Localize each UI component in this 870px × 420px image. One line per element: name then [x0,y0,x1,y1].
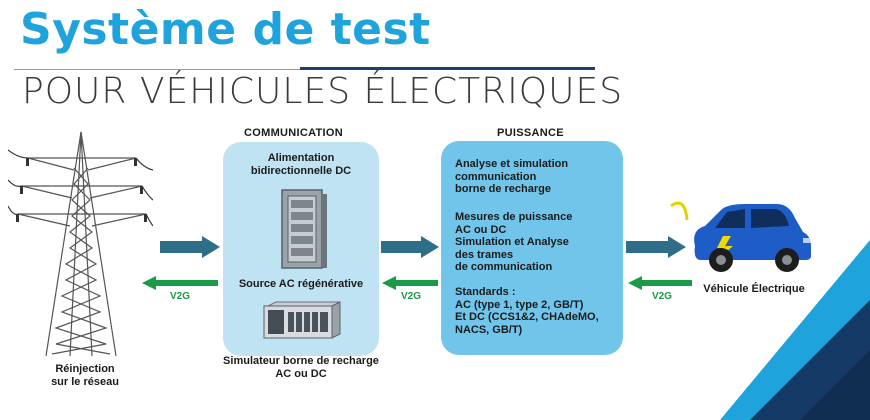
dc-supply-label-line: Alimentation [267,152,335,164]
charger-simulator-label-line: Simulateur borne de recharge [223,355,379,367]
ac-source-label: Source AC régénérative [238,278,364,290]
electric-car-icon [670,201,811,272]
power-measure-text: Mesures de puissance AC ou DC Simulation… [455,211,572,274]
power-text-line: communication [455,170,537,183]
power-pylon-icon [8,131,153,357]
power-standards-text: Standards : AC (type 1, type 2, GB/T) Et… [455,286,599,336]
vehicle-label: Véhicule Électrique [703,283,805,295]
v2g-label-middle: V2G [401,291,422,302]
rack-cabinet-icon [281,189,327,269]
power-analysis-text: Analyse et simulation communication born… [455,158,568,196]
power-box [441,141,623,355]
header-power: PUISSANCE [497,127,564,139]
v2g-arrow-middle [382,276,438,290]
v2g-label-left: V2G [170,291,191,302]
power-text-line: Mesures de puissance [455,211,573,223]
page-subtitle: POUR VÉHICULES ÉLECTRIQUES [22,71,624,112]
corner-decoration [720,240,870,420]
power-text-line: borne de recharge [455,183,551,195]
power-text-line: AC ou DC [455,223,507,236]
arrow-comm-to-power [381,236,439,258]
title-divider-accent [300,67,595,70]
charger-simulator-icon [263,301,341,339]
dc-supply-label-line: bidirectionnelle DC [250,165,352,177]
power-text-line: Et DC (CCS1&2, CHAdeMO, [455,311,599,323]
charger-simulator-label-line: AC ou DC [275,368,327,380]
power-text-line: Analyse et simulation [455,158,569,170]
dc-supply-label: Alimentation bidirectionnelle DC [223,152,379,178]
grid-label-line: sur le réseau [51,376,119,388]
power-text-line: des trames [455,248,514,261]
arrow-grid-to-comm [160,236,220,258]
v2g-arrow-right [628,276,692,290]
power-text-line: Simulation et Analyse [455,236,569,248]
power-text-line: de communication [455,261,553,273]
grid-label: Réinjection sur le réseau [30,363,140,389]
page-title: Système de test [20,4,431,55]
v2g-label-right: V2G [652,291,673,302]
grid-label-line: Réinjection [55,363,115,375]
power-text-line: NACS, GB/T) [455,323,523,336]
power-text-line: AC (type 1, type 2, GB/T) [455,298,584,311]
power-text-line: Standards : [455,286,516,298]
charger-simulator-label: Simulateur borne de recharge AC ou DC [210,355,392,381]
header-communication: COMMUNICATION [244,127,344,139]
v2g-arrow-left [142,276,218,290]
arrow-power-to-vehicle [626,236,686,258]
